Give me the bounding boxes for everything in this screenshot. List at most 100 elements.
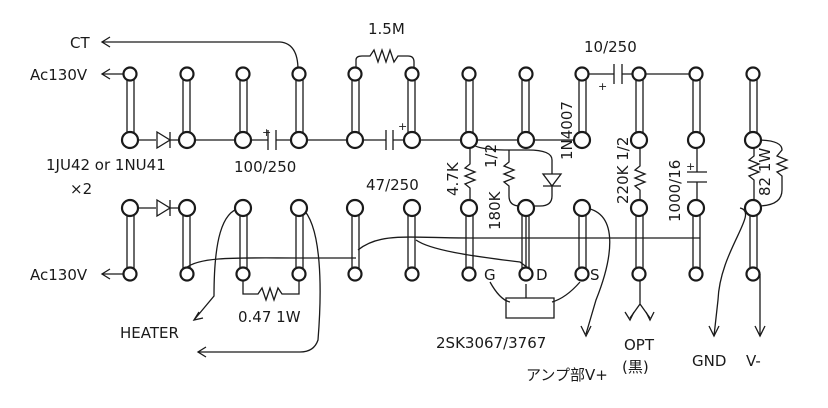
- label-amp-v: アンプ部V+: [526, 366, 608, 384]
- opt-arrow-2: [645, 311, 655, 322]
- rail: [407, 208, 416, 274]
- label-c-47-250: 47/250: [366, 176, 419, 194]
- rails: [126, 76, 758, 274]
- amp-v-arrow: [580, 325, 592, 338]
- fet-leg-s: [551, 281, 581, 303]
- terminal-pad: [347, 66, 363, 82]
- rail: [126, 76, 135, 140]
- terminal-pad: [235, 266, 251, 282]
- label-pin-s: S: [590, 266, 600, 284]
- terminal-pad: [177, 130, 197, 150]
- rail: [465, 208, 474, 274]
- terminal-pad: [402, 198, 422, 218]
- rect-diode-2: [156, 198, 172, 218]
- rail: [407, 76, 416, 140]
- res-82: [747, 146, 761, 204]
- fet-leg-g: [489, 281, 511, 303]
- label-c-1000-16: 1000/16: [666, 160, 684, 222]
- cap-10-250: [583, 64, 696, 84]
- label-heater: HEATER: [120, 324, 179, 342]
- label-r-82: 82 1W: [756, 148, 774, 196]
- label-v-minus: V-: [746, 352, 761, 370]
- labels: CT Ac130V Ac130V 1JU42 or 1NU41 ×2 HEATE…: [30, 20, 774, 384]
- terminal-pad: [688, 266, 704, 282]
- cross-wire: [415, 239, 529, 269]
- ct-wire: [102, 41, 299, 71]
- label-r-047: 0.47 1W: [238, 308, 301, 326]
- rail: [578, 208, 587, 274]
- gnd-arrow: [708, 325, 720, 338]
- zener-1n4007: [541, 173, 563, 188]
- label-opt-sub: (黒): [622, 358, 649, 376]
- rail: [295, 208, 304, 274]
- terminal-pad: [122, 266, 138, 282]
- res-047: [242, 276, 300, 303]
- terminal-pad: [572, 198, 592, 218]
- terminal-pad: [743, 130, 763, 150]
- return-wire: [185, 257, 356, 269]
- pads: [120, 66, 763, 282]
- label-opt: OPT: [624, 336, 655, 354]
- terminal-pad: [631, 66, 647, 82]
- s-wire: [585, 207, 611, 335]
- terminal-pad: [120, 130, 140, 150]
- label-ac-top: Ac130V: [30, 66, 88, 84]
- terminal-pad: [459, 198, 479, 218]
- label-rectifier-part: 1JU42 or 1NU41: [46, 156, 166, 174]
- res-180k: [502, 150, 553, 207]
- rail: [126, 208, 135, 274]
- rail: [692, 76, 701, 140]
- rail: [692, 208, 701, 274]
- terminal-pad: [743, 198, 763, 218]
- terminal-pad: [629, 130, 649, 150]
- heater-wire-2: [198, 207, 321, 353]
- label-c-100-250: 100/250: [234, 158, 296, 176]
- terminal-pad: [289, 130, 309, 150]
- terminal-pad: [404, 266, 420, 282]
- terminal-pad: [233, 198, 253, 218]
- rail: [635, 76, 644, 140]
- label-pin-g: G: [484, 266, 496, 284]
- rail: [351, 208, 360, 274]
- ac-top-arrow: [100, 68, 111, 80]
- terminal-pad: [179, 266, 195, 282]
- cap-100-250: [267, 130, 277, 150]
- terminal-pad: [461, 266, 477, 282]
- terminal-pad: [688, 66, 704, 82]
- label-diode-1n4007: 1N4007: [558, 101, 576, 160]
- terminal-pad: [459, 130, 479, 150]
- terminal-pad: [686, 198, 706, 218]
- wires: [100, 36, 789, 358]
- terminal-pad: [574, 266, 590, 282]
- rail: [635, 208, 644, 274]
- rail: [521, 76, 530, 140]
- ct-arrow: [100, 36, 111, 48]
- res-220k: [633, 146, 647, 204]
- terminal-pad: [518, 66, 534, 82]
- label-c-10-250: 10/250: [584, 38, 637, 56]
- terminal-pad: [629, 198, 649, 218]
- rail: [578, 76, 587, 140]
- gnd-wire: [713, 207, 747, 337]
- label-ct: CT: [70, 34, 90, 52]
- heater-arrow-1: [192, 311, 204, 321]
- label-ac-bottom: Ac130V: [30, 266, 88, 284]
- label-r-180k: 180K: [486, 190, 504, 230]
- terminal-pad: [461, 66, 477, 82]
- terminal-pad: [289, 198, 309, 218]
- terminal-pad: [291, 66, 307, 82]
- terminal-pad: [347, 266, 363, 282]
- opt-wire: [629, 280, 651, 319]
- label-gnd: GND: [692, 352, 726, 370]
- terminal-pad: [179, 66, 195, 82]
- res-4-7k: [463, 146, 477, 204]
- terminal-pad: [177, 198, 197, 218]
- polarity-mark: +: [398, 120, 407, 133]
- terminal-pad: [122, 66, 138, 82]
- terminal-pad: [745, 66, 761, 82]
- cap-47-250: [385, 130, 394, 150]
- heater-arrow-2: [196, 346, 207, 358]
- terminal-pad: [233, 130, 253, 150]
- opt-arrow-1: [624, 311, 635, 322]
- label-r-180k-watt: 1/2: [482, 144, 500, 168]
